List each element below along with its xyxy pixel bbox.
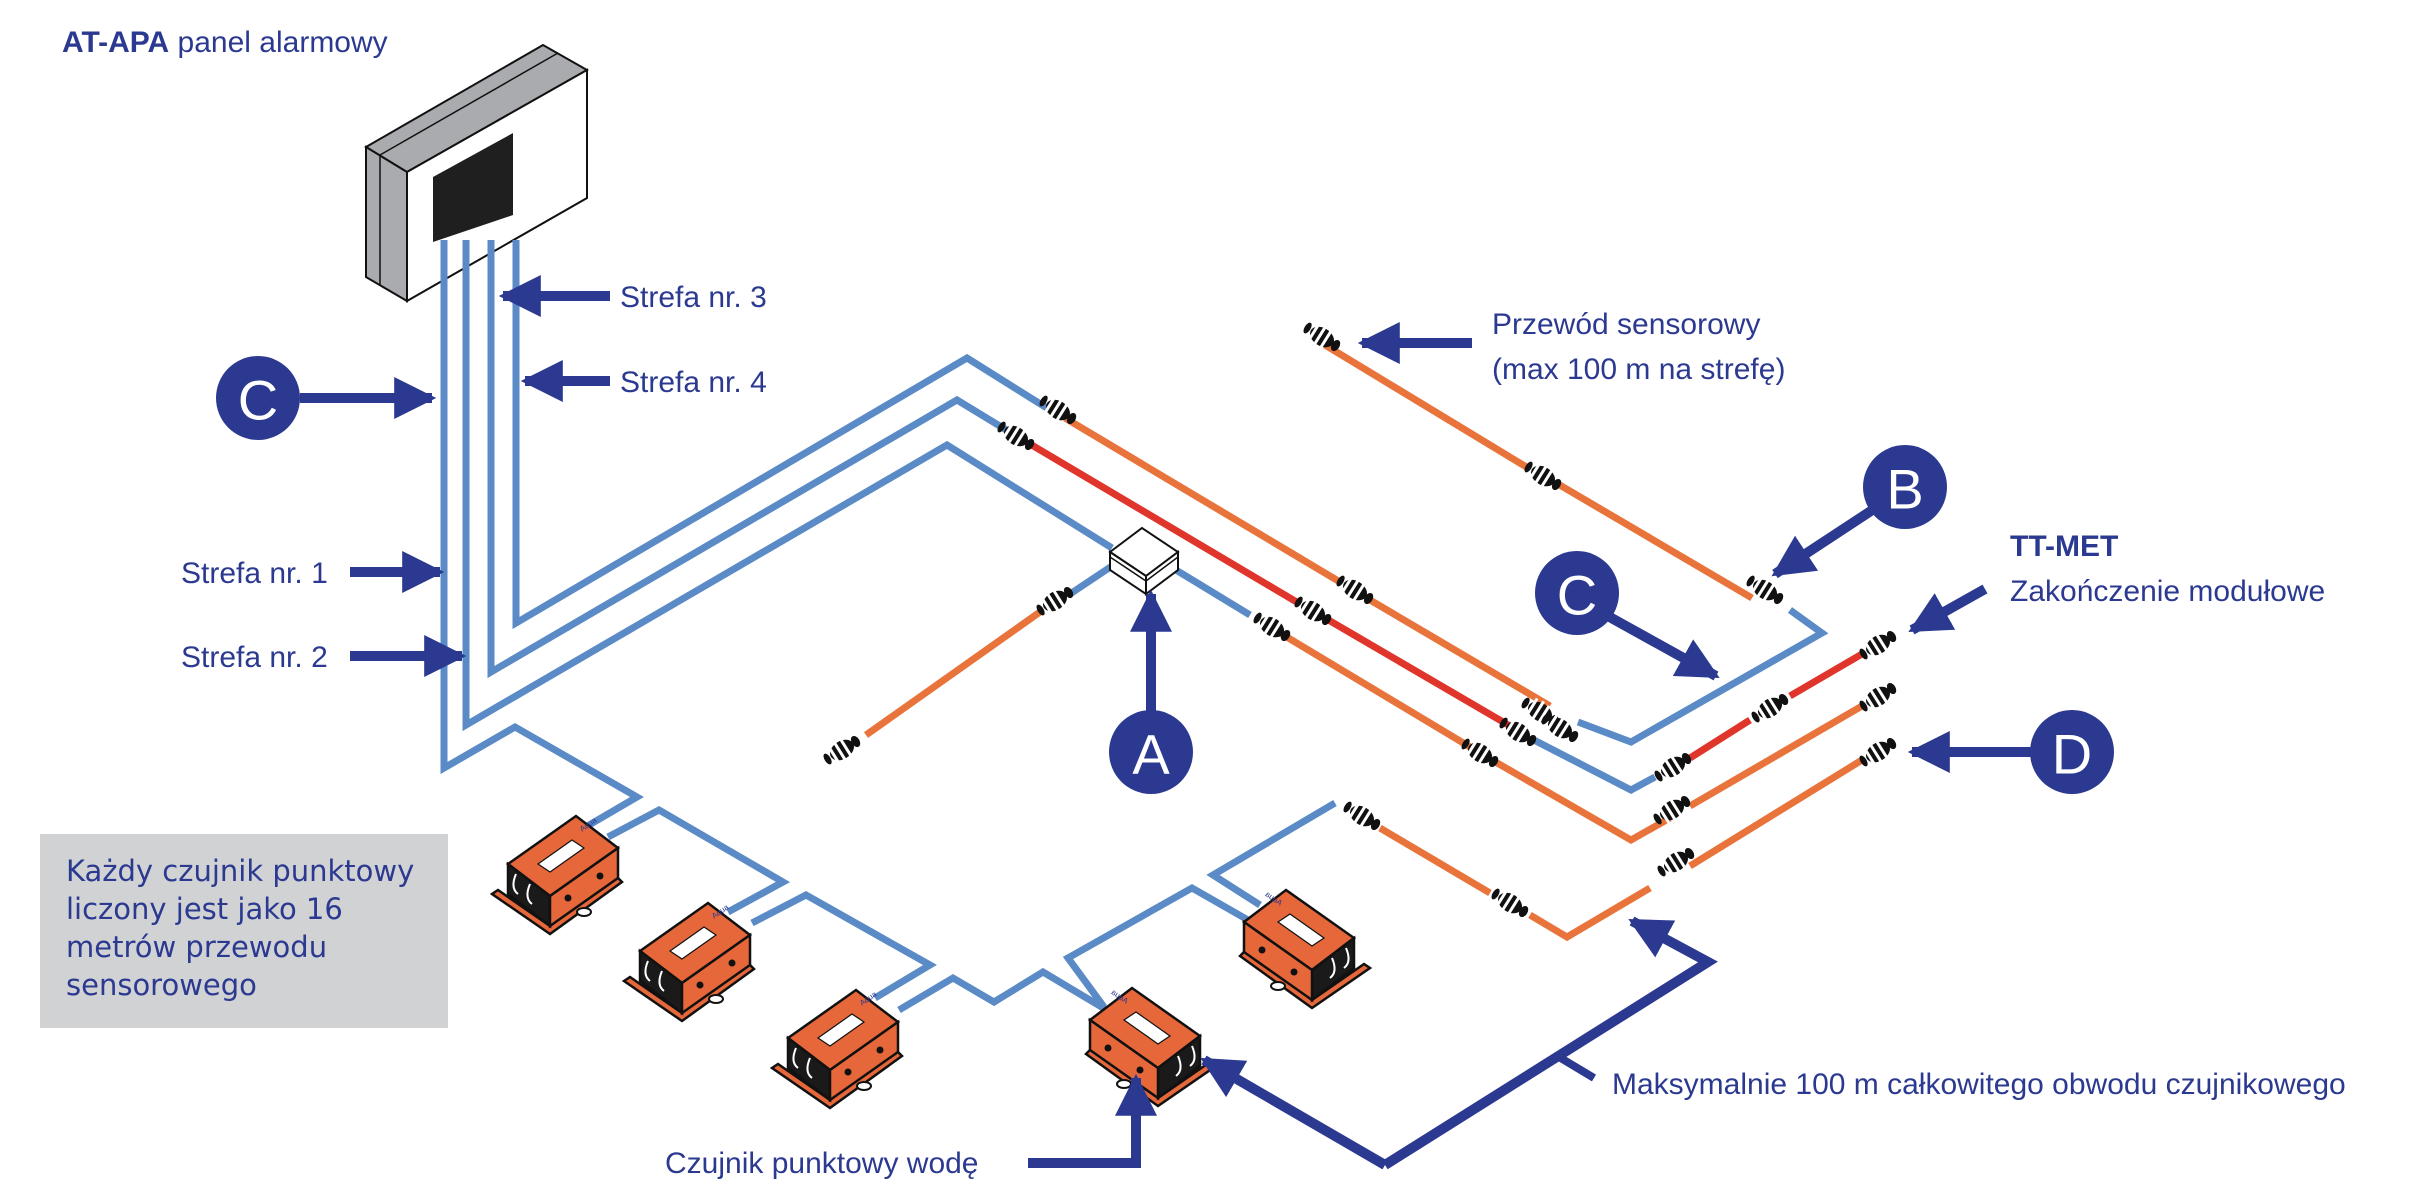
cable-connector-icon: [1855, 625, 1901, 665]
spot-sensor-module-3: [770, 987, 904, 1110]
zone2-box-out-cable: [1174, 567, 1252, 618]
zone1-cable-e: [1062, 883, 1250, 1010]
title-product: AT-APA: [62, 26, 169, 59]
zone2-sensor-cable: [1278, 629, 1472, 751]
cable-layer: [440, 240, 1864, 1022]
zone4-leader-cable: [512, 240, 1052, 630]
zone1-sensor-cable: [1688, 757, 1864, 869]
arrow-tt-met: [1908, 584, 1988, 635]
cable-connector-icon: [1650, 747, 1696, 787]
note-box: Każdy czujnik punktowy liczony jest jako…: [40, 834, 448, 1028]
cable-connector-icon: [1457, 733, 1503, 773]
max-circuit-bracket-left: [1200, 1055, 1388, 1170]
badge-b: B: [1863, 445, 1947, 529]
zone2-sensor-cable: [1490, 756, 1672, 845]
spot-sensor-module-5: [1238, 887, 1372, 1010]
zone3-sensor-cable: [1028, 440, 1302, 608]
zone1-sensor-cable: [1378, 824, 1492, 897]
panel-display: [433, 133, 513, 242]
zone4-return-cable: [1576, 607, 1829, 746]
max-circuit-label: Maksymalnie 100 m całkowitego obwodu czu…: [1612, 1068, 2346, 1101]
badge-b-label: B: [1886, 458, 1923, 521]
zone2-label: Strefa nr. 2: [181, 641, 328, 674]
zone1-label: Strefa nr. 1: [181, 557, 328, 590]
zone3-label: Strefa nr. 3: [620, 281, 767, 314]
note-text: Każdy czujnik punktowy liczony jest jako…: [66, 854, 415, 1002]
zone1-cable-c: [750, 891, 937, 1002]
badge-d: D: [2030, 710, 2114, 794]
page-title: AT-APA panel alarmowy: [62, 26, 388, 59]
zone3-leader-cable: [487, 240, 1010, 679]
arrow-layer: [300, 275, 2032, 1170]
zone1-sensor-cable: [1528, 884, 1652, 942]
zone1-cable-f: [1206, 799, 1337, 908]
arrow-spot-sensor: [1028, 1073, 1157, 1168]
badge-a-label: A: [1132, 723, 1170, 786]
zone1-cable-a: [440, 240, 644, 832]
termination-product: TT-MET: [2010, 530, 2118, 563]
title-desc: panel alarmowy: [169, 26, 387, 59]
zone3-sensor-cable: [1688, 717, 1752, 761]
spot-sensor-module-2: [622, 900, 756, 1023]
zone3-sensor-cable: [1323, 614, 1512, 730]
sensor-cable-limit: (max 100 m na strefę): [1492, 353, 1785, 386]
badge-c-left: C: [216, 356, 300, 440]
badge-d-label: D: [2052, 723, 2092, 786]
cable-connector-icon: [1855, 677, 1901, 717]
zone4-sensor-cable: [1368, 596, 1552, 710]
zone2-sensor-cable: [1688, 702, 1864, 810]
cable-connector-icon: [1747, 688, 1793, 728]
alarm-panel-icon: [364, 43, 590, 303]
badge-a: A: [1109, 710, 1193, 794]
cable-connector-icon: [1487, 883, 1533, 923]
arrow-c-right: [1603, 610, 1720, 681]
badge-c-left-label: C: [238, 369, 278, 432]
zone2-branch-cable: [1068, 563, 1114, 597]
zone4-sensor-cable: [1063, 414, 1342, 586]
cable-connector-icon: [1520, 456, 1566, 496]
zone1-cable-b: [606, 805, 791, 916]
cable-connector-icon: [819, 730, 865, 770]
cable-connector-icon: [1855, 732, 1901, 772]
zone2-branch-sensor-cable: [863, 609, 1043, 738]
sample-sensor-cable: [1323, 342, 1530, 471]
sensor-cable-label: Przewód sensorowy: [1492, 308, 1760, 341]
cable-connector-icon: [993, 416, 1039, 456]
max-circuit-tick: [1556, 1053, 1597, 1082]
cable-connector-icon: [1290, 591, 1336, 631]
junction-box-icon: [1108, 526, 1180, 596]
arrow-b: [1771, 500, 1883, 579]
zone1-cable-d: [897, 967, 1122, 1022]
zone3-return-cable: [1528, 734, 1657, 794]
max-circuit-bracket-right: [1382, 916, 1718, 1170]
badge-c-right-label: C: [1557, 564, 1597, 627]
sample-sensor-cable: [1556, 480, 1754, 602]
cable-connector-icon: [1339, 796, 1385, 836]
termination-desc: Zakończenie modułowe: [2010, 575, 2325, 608]
zone3-sensor-cable: [1788, 650, 1864, 700]
zone4-label: Strefa nr. 4: [620, 366, 767, 399]
badge-c-right: C: [1535, 551, 1619, 635]
spot-sensor-module-1: [490, 813, 624, 936]
spot-sensor-label: Czujnik punktowy wodę: [665, 1147, 979, 1180]
zone2-leader-cable: [462, 240, 1114, 732]
